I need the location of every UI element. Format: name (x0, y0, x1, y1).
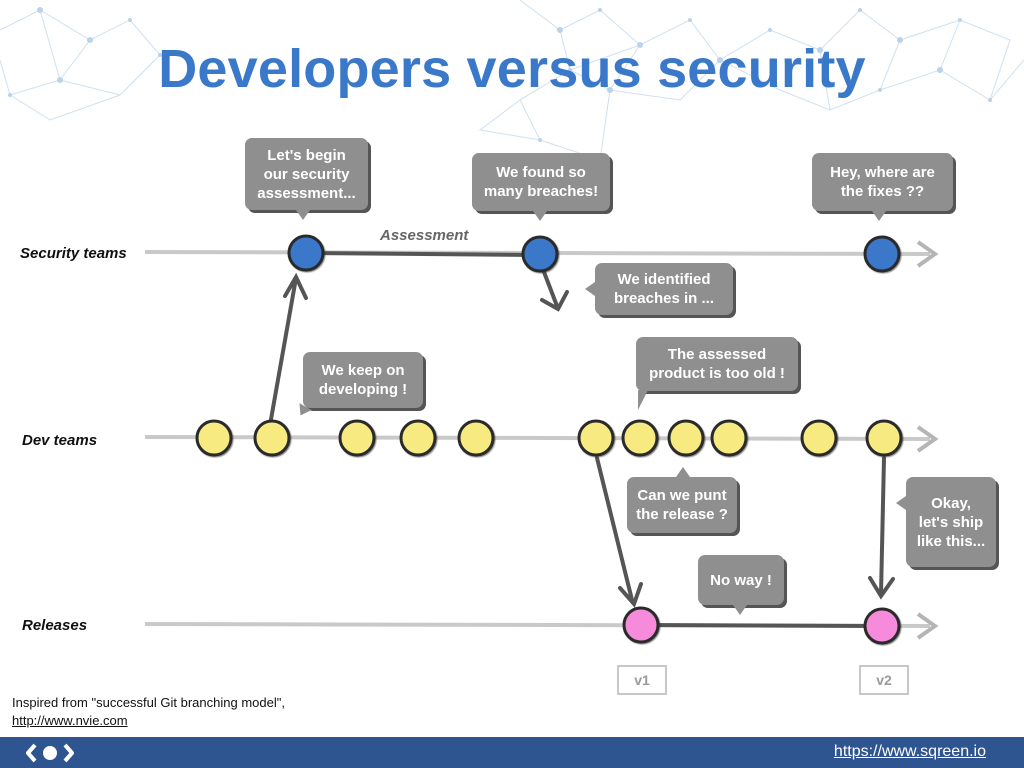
security-node (287, 234, 325, 272)
bubble-tail (638, 390, 648, 410)
bubble-okay-ship: Okay, let's ship like this... (906, 477, 996, 567)
bubble-found-breaches: We found so many breaches! (472, 153, 610, 211)
bubble-tail (733, 605, 747, 615)
version-tag-v2: v2 (859, 665, 909, 695)
slide-title: Developers versus security (158, 39, 866, 99)
credit-link[interactable]: http://www.nvie.com (12, 713, 128, 728)
dev-node (577, 419, 615, 457)
bubble-tail (896, 496, 906, 510)
dev-node (865, 419, 903, 457)
bubble-too-old: The assessed product is too old ! (636, 337, 798, 391)
release-nodes (622, 606, 901, 645)
bubble-text: Can we punt the release ? (636, 487, 728, 523)
bubble-no-way: No way ! (698, 555, 784, 605)
dev-node (253, 419, 291, 457)
bubble-tail (533, 211, 547, 221)
arrow-identified (540, 270, 569, 312)
dev-node (710, 419, 748, 457)
bubble-text: We identified breaches in ... (613, 271, 715, 307)
security-node (521, 235, 559, 273)
assessment-label: Assessment (380, 227, 469, 244)
credit-text: Inspired from "successful Git branching … (12, 695, 285, 710)
dev-nodes (195, 419, 903, 457)
release-node-v2 (863, 607, 901, 645)
assessment-line (305, 251, 541, 257)
dev-node (195, 419, 233, 457)
bubble-tail (585, 282, 595, 296)
bubble-text: We found so many breaches! (483, 164, 599, 200)
bubble-text: No way ! (710, 571, 772, 589)
credit-note: Inspired from "successful Git branching … (12, 694, 285, 730)
dev-node (457, 419, 495, 457)
release-node-v1 (622, 606, 660, 644)
lane-label-security: Security teams (20, 245, 127, 262)
bubble-lets-begin: Let's begin our security assessment... (245, 138, 368, 210)
release-segment-line (639, 623, 883, 628)
sqreen-logo-icon (26, 743, 74, 763)
bubble-identified: We identified breaches in ... (595, 263, 733, 315)
dev-node (667, 419, 705, 457)
bubble-where-fixes: Hey, where are the fixes ?? (812, 153, 953, 211)
footer-link[interactable]: https://www.sqreen.io (833, 743, 986, 760)
arrow-to-v2 (868, 456, 895, 600)
bubble-keep-developing: We keep on developing ! (303, 352, 423, 408)
bubble-tail (872, 211, 886, 221)
dev-node (338, 419, 376, 457)
bubble-text: The assessed product is too old ! (649, 346, 785, 382)
dev-node (800, 419, 838, 457)
bubble-tail (676, 467, 690, 477)
bubble-tail (296, 210, 310, 220)
arrow-dev-to-security (268, 272, 308, 427)
version-tag-v1: v1 (617, 665, 667, 695)
arrow-to-v1 (595, 456, 643, 608)
footer-bar: https://www.sqreen.io (0, 737, 1024, 768)
dev-node (621, 419, 659, 457)
lane-label-releases: Releases (22, 617, 88, 634)
lane-label-dev: Dev teams (22, 432, 98, 449)
bubble-text: Hey, where are the fixes ?? (830, 164, 935, 200)
security-node (863, 235, 901, 273)
dev-node (399, 419, 437, 457)
bubble-punt: Can we punt the release ? (627, 477, 737, 533)
bubble-text: Okay, let's ship like this... (916, 494, 986, 550)
security-nodes (287, 234, 901, 273)
bubble-text: Let's begin our security assessment... (257, 146, 356, 202)
bubble-text: We keep on developing ! (318, 362, 408, 398)
